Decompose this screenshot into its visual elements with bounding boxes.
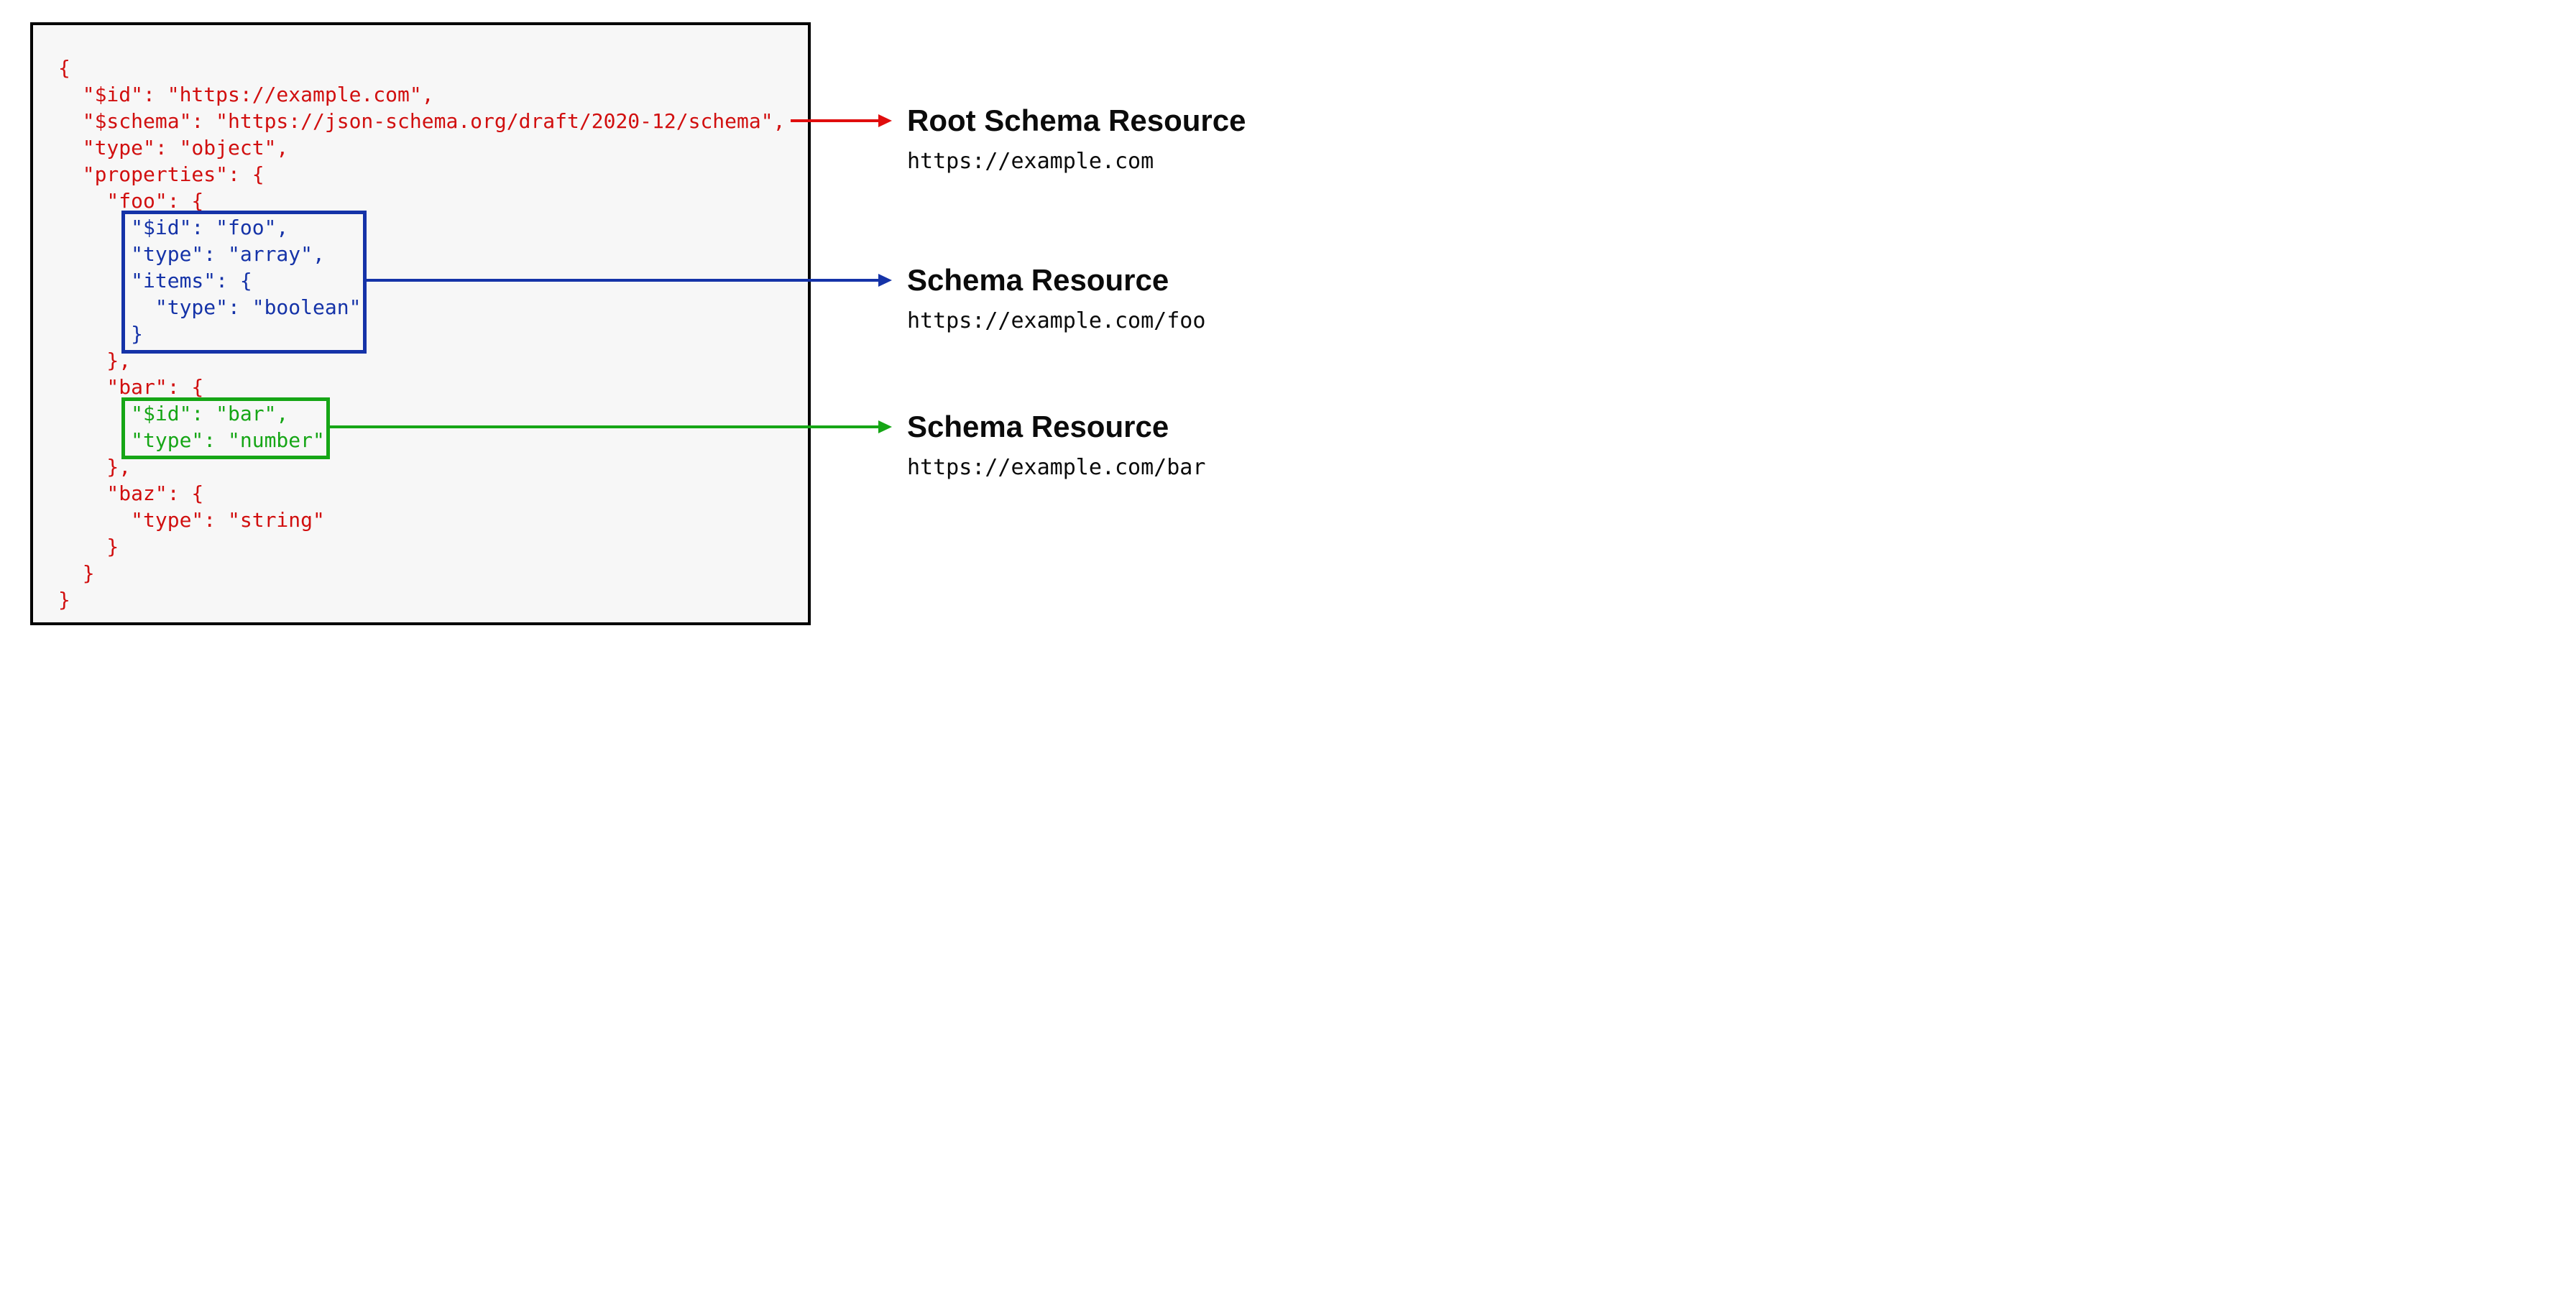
- code-line: "$schema": "https://json-schema.org/draf…: [58, 109, 786, 133]
- bar-schema-resource-title: Schema Resource: [907, 410, 1169, 443]
- code-line: "baz": {: [58, 481, 204, 505]
- code-line: "$id": "bar",: [58, 402, 289, 425]
- schema-code: { "$id": "https://example.com", "$schema…: [58, 55, 785, 613]
- code-line: }: [58, 588, 70, 612]
- code-line: "type": "string": [58, 508, 325, 532]
- code-line: "foo": {: [58, 189, 204, 213]
- code-line: "type": "number": [58, 428, 325, 452]
- root-schema-arrow-line: [791, 119, 878, 122]
- code-line: "$id": "foo",: [58, 216, 289, 239]
- bar-schema-arrowhead-icon: [878, 420, 892, 433]
- foo-schema-arrowhead-icon: [878, 274, 892, 287]
- json-schema-resources-diagram: { "$id": "https://example.com", "$schema…: [0, 0, 1288, 648]
- code-line: "items": {: [58, 269, 252, 292]
- code-line: }: [58, 322, 144, 346]
- code-line: "bar": {: [58, 375, 204, 399]
- code-line: }: [58, 561, 95, 585]
- code-line: {: [58, 56, 70, 80]
- code-line: "type": "object",: [58, 136, 289, 160]
- code-line: "properties": {: [58, 162, 264, 186]
- bar-schema-resource-outline: [121, 397, 330, 459]
- schema-code-panel: [30, 22, 811, 625]
- code-line: "$id": "https://example.com",: [58, 83, 434, 106]
- root-schema-resource-title: Root Schema Resource: [907, 103, 1246, 137]
- foo-schema-resource-outline: [121, 211, 367, 354]
- foo-schema-resource-uri: https://example.com/foo: [907, 308, 1206, 333]
- foo-schema-resource-title: Schema Resource: [907, 263, 1169, 297]
- bar-schema-arrow-line: [329, 425, 878, 428]
- foo-schema-arrow-line: [366, 279, 878, 282]
- root-schema-arrowhead-icon: [878, 114, 892, 127]
- root-schema-resource-uri: https://example.com: [907, 149, 1154, 174]
- code-line: "type": "array",: [58, 242, 325, 266]
- code-line: }: [58, 535, 119, 558]
- code-line: "type": "boolean": [58, 295, 362, 319]
- bar-schema-resource-uri: https://example.com/bar: [907, 455, 1206, 480]
